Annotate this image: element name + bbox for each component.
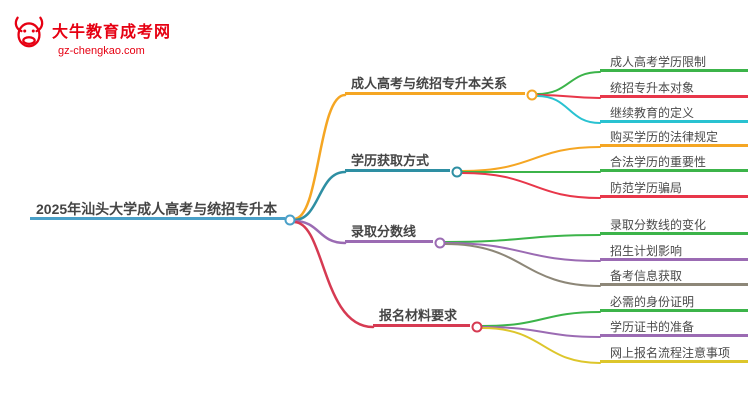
- site-logo: 大牛教育成考网 gz-chengkao.com: [10, 12, 171, 57]
- sub-node-1-3: 继续教育的定义: [600, 103, 748, 123]
- connector-branch1-sub3: [536, 95, 601, 124]
- sub-node-4-3: 网上报名流程注意事项: [600, 343, 748, 363]
- cow-logo-icon: [10, 12, 48, 57]
- connector-branch1-sub1: [536, 71, 601, 95]
- sub-node-3-3: 备考信息获取: [600, 266, 748, 286]
- central-topic: 2025年汕头大学成人高考与统招专升本: [30, 198, 285, 220]
- connector-branch1-sub2: [536, 94, 601, 99]
- branch1-endpoint-circle: [526, 89, 538, 101]
- connector-branch4-sub2: [481, 326, 601, 338]
- connector-branch3-sub3: [444, 243, 601, 287]
- branch3-endpoint-circle: [434, 237, 446, 249]
- branch-node-2: 学历获取方式: [345, 150, 450, 172]
- connector-central-branch2: [292, 170, 347, 222]
- connector-branch4-sub1: [481, 311, 601, 327]
- sub-node-1-2: 统招专升本对象: [600, 78, 748, 98]
- connector-branch2-sub3: [461, 172, 601, 199]
- sub-node-2-2: 合法学历的重要性: [600, 152, 748, 172]
- connector-central-branch3: [292, 219, 347, 245]
- logo-subtitle: gz-chengkao.com: [58, 45, 145, 57]
- connector-branch3-sub1: [444, 234, 601, 243]
- central-endpoint-circle: [284, 214, 296, 226]
- sub-node-3-1: 录取分数线的变化: [600, 215, 748, 235]
- branch2-endpoint-circle: [451, 166, 463, 178]
- connector-branch2-sub1: [461, 146, 601, 172]
- sub-node-2-1: 购买学历的法律规定: [600, 127, 748, 147]
- branch-node-1: 成人高考与统招专升本关系: [345, 73, 525, 95]
- branch-node-3: 录取分数线: [345, 221, 433, 243]
- logo-title: 大牛教育成考网: [52, 24, 172, 41]
- connector-branch3-sub2: [444, 242, 601, 262]
- branch-node-4: 报名材料要求: [373, 305, 470, 327]
- sub-node-2-3: 防范学历骗局: [600, 178, 748, 198]
- sub-node-4-2: 学历证书的准备: [600, 317, 748, 337]
- connector-branch4-sub3: [481, 327, 601, 364]
- connector-central-branch1: [292, 93, 347, 221]
- branch4-endpoint-circle: [471, 321, 483, 333]
- sub-node-4-1: 必需的身份证明: [600, 292, 748, 312]
- sub-node-3-2: 招生计划影响: [600, 241, 748, 261]
- sub-node-1-1: 成人高考学历限制: [600, 52, 748, 72]
